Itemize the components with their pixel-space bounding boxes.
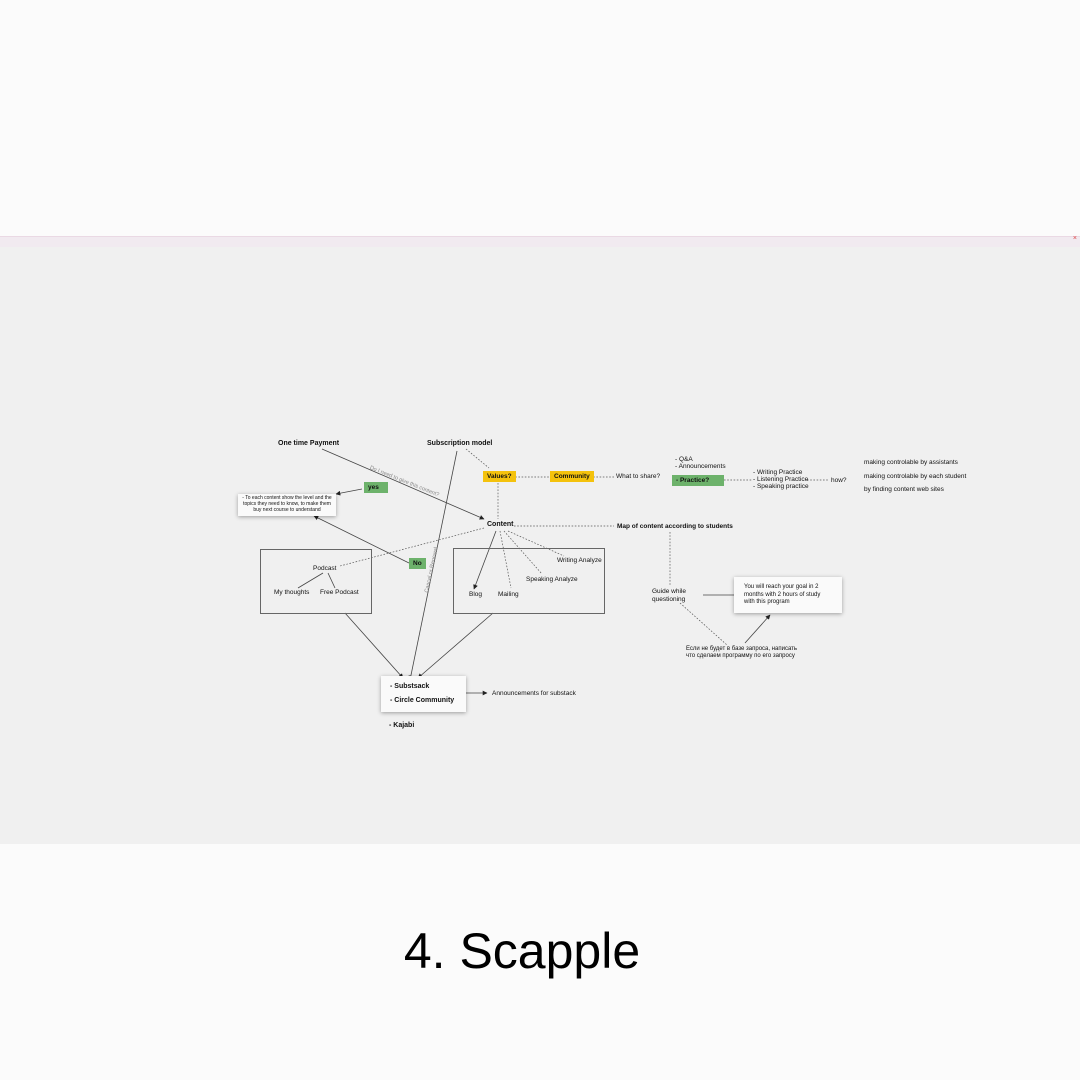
kajabi-node[interactable]: - Kajabi — [389, 722, 415, 729]
free-podcast-node[interactable]: Free Podcast — [320, 589, 359, 596]
content-node[interactable]: Content — [487, 521, 514, 528]
subscription-model-node[interactable]: Subscription model — [427, 440, 493, 447]
russian-note-node[interactable]: Если не будет в базе запроса, написать ч… — [686, 646, 798, 660]
scapple-canvas[interactable] — [0, 247, 1080, 844]
writing-analyze-node[interactable]: Writing Analyze — [557, 557, 602, 564]
speaking-practice-node[interactable]: - Speaking practice — [753, 483, 809, 490]
channels-group-box[interactable] — [453, 548, 605, 614]
writing-practice-node[interactable]: - Writing Practice — [753, 469, 803, 476]
one-time-payment-node[interactable]: One time Payment — [278, 440, 340, 447]
announcements-substack-node[interactable]: Announcements for substack — [492, 690, 576, 697]
podcast-group-box[interactable] — [260, 549, 372, 614]
close-icon[interactable]: × — [1072, 235, 1077, 242]
how-node[interactable]: how? — [831, 477, 847, 484]
what-to-share-node[interactable]: What to share? — [616, 473, 661, 480]
window-title-bar: × — [0, 235, 1080, 248]
substack-node[interactable]: - Substsack — [390, 683, 430, 690]
mailing-node[interactable]: Mailing — [498, 591, 519, 598]
level-note-card[interactable]: - To each content show the level and the… — [238, 494, 336, 516]
making-student-node[interactable]: making controlable by each student — [864, 473, 967, 480]
goal-card[interactable]: You will reach your goal in 2 months wit… — [734, 577, 842, 613]
practice-node[interactable]: - Practice? — [672, 475, 724, 487]
speaking-analyze-node[interactable]: Speaking Analyze — [526, 576, 578, 583]
listening-practice-node[interactable]: - Listening Practice — [753, 476, 809, 483]
guide-questioning-node[interactable]: Guide while questioning — [652, 588, 686, 603]
my-thoughts-node[interactable]: My thoughts — [274, 589, 310, 596]
making-assistants-node[interactable]: making controlable by assistants — [864, 459, 958, 466]
blog-node[interactable]: Blog — [469, 591, 483, 598]
finding-content-node[interactable]: by finding content web sites — [864, 486, 944, 493]
announcements-node[interactable]: - Announcements — [675, 463, 726, 470]
community-node[interactable]: Community — [550, 471, 594, 483]
yes-node[interactable]: yes — [364, 482, 388, 494]
platforms-card[interactable]: - Substsack - Circle Community — [381, 676, 466, 712]
values-node[interactable]: Values? — [483, 471, 516, 483]
qa-node[interactable]: - Q&A — [675, 456, 693, 463]
slide-caption: 4. Scapple — [403, 923, 641, 979]
circle-community-node[interactable]: - Circle Community — [390, 697, 455, 704]
map-of-content-node[interactable]: Map of content according to students — [617, 523, 733, 530]
podcast-node[interactable]: Podcast — [313, 565, 337, 572]
no-node[interactable]: No — [409, 558, 426, 570]
